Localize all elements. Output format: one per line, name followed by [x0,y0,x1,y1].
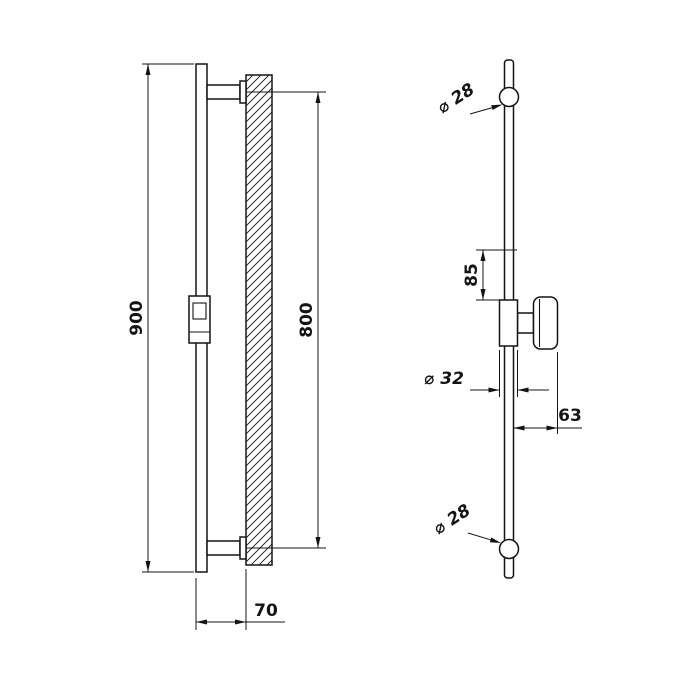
dim-70-arrow-right [235,619,246,625]
slider-neck [516,312,535,334]
leader-bottom-diameter [467,532,491,541]
top-fixing-rosette [498,86,520,108]
leader-top-diameter-arrow [491,104,503,110]
dim-slider-diameter-label: ⌀ 32 [424,369,464,389]
dim-fixing-centres-label: 800 [297,302,317,338]
dim-bottom-fixing-diameter-label: ⌀ 28 [430,500,474,539]
side-view-dimensions: 900 800 70 [127,63,326,630]
dim-800-arrow-top [315,92,321,103]
top-wall-flange [239,80,247,104]
dim-800-arrow-bottom [315,537,321,548]
front-view [498,59,559,579]
leader-top-diameter [469,107,493,115]
dim-900-arrow-bottom [145,561,151,572]
bottom-bracket-arm [206,540,241,556]
dim-85-arrow-top [480,250,486,261]
dim-wall-offset-label: 70 [254,601,278,621]
side-view [188,63,273,573]
dim-32-arrow-right [517,387,529,393]
dim-70-arrow-left [196,619,207,625]
dim-85-arrow-bottom [480,289,486,300]
top-bracket-arm [206,84,241,100]
dim-top-fixing-diameter-label: ⌀ 28 [434,79,478,118]
dim-overall-height-label: 900 [127,300,147,336]
dim-knob-projection-label: 63 [558,406,582,426]
wall-section-hatch [245,74,273,566]
leader-bottom-diameter-arrow [489,537,501,543]
dim-63-arrow-left [513,425,525,431]
slider-knob [532,296,559,350]
slider-body-front [498,299,519,347]
slider-side-detail [192,302,207,320]
dim-32-arrow-left [488,387,500,393]
dim-slider-travel-label: 85 [462,263,482,287]
bottom-wall-flange [239,536,247,560]
dim-63-arrow-right [546,425,558,431]
bottom-fixing-rosette [498,538,520,560]
dim-900-arrow-top [145,64,151,75]
